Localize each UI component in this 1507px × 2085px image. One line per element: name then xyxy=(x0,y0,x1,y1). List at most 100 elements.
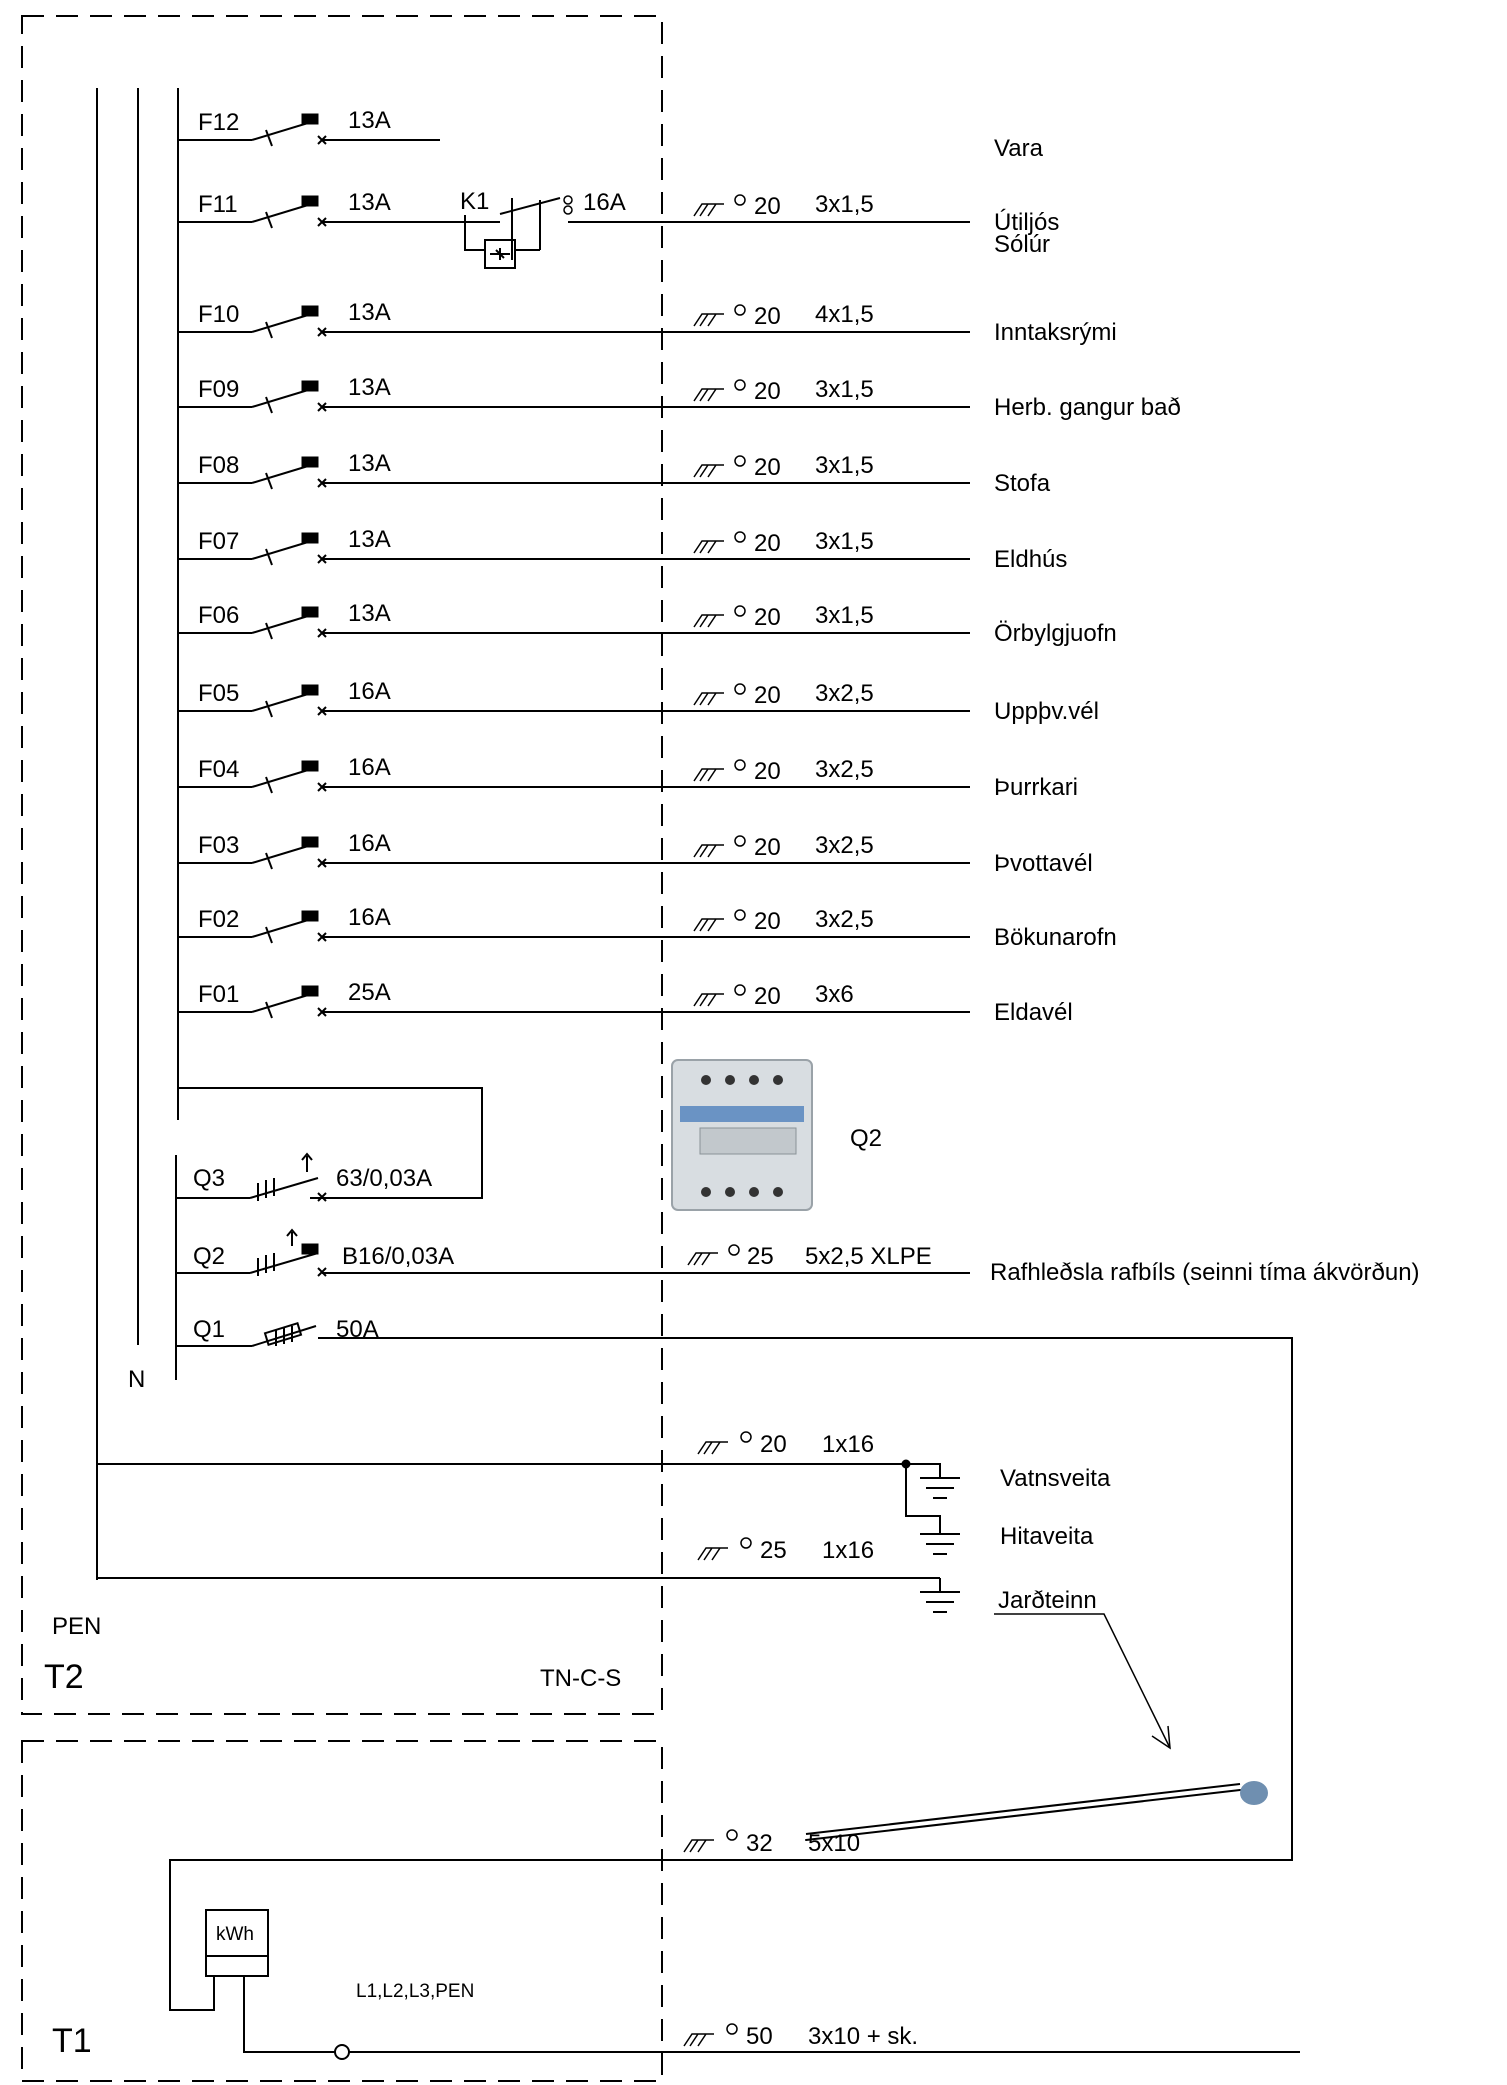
q1-rating: 50A xyxy=(336,1316,379,1343)
load-label-solur: Sólúr xyxy=(994,231,1050,258)
heating-label: Hitaveita xyxy=(1000,1523,1094,1550)
circuit-rating: 13A xyxy=(348,600,391,627)
circuit-load: Eldavél xyxy=(994,999,1073,1026)
circuit-rating: 13A xyxy=(348,450,391,477)
pen-label: PEN xyxy=(52,1613,101,1640)
circuit-install: 20 xyxy=(754,834,781,861)
circuit-cable: 3x1,5 xyxy=(815,376,874,403)
circuit-load: Þvottavél xyxy=(994,850,1093,877)
circuit-cable: 3x2,5 xyxy=(815,832,874,859)
circuit-cable: 3x1,5 xyxy=(815,191,874,218)
circuit-rating: 16A xyxy=(348,754,391,781)
circuit-id: F11 xyxy=(198,191,238,218)
q2-install: 25 xyxy=(747,1243,774,1270)
circuit-install: 20 xyxy=(754,682,781,709)
circuit-load: Uppþv.vél xyxy=(994,698,1099,725)
circuit-rating: 13A xyxy=(348,374,391,401)
rod-label: Jarðteinn xyxy=(998,1587,1097,1614)
circuit-id: F05 xyxy=(198,680,239,707)
circuit-cable: 3x6 xyxy=(815,981,854,1008)
circuit-cable: 3x1,5 xyxy=(815,452,874,479)
q2-rating: B16/0,03A xyxy=(342,1243,454,1270)
circuit-cable: 3x2,5 xyxy=(815,756,874,783)
q2-device-picture: Q2 xyxy=(671,1059,882,1211)
q3-rating: 63/0,03A xyxy=(336,1165,432,1192)
circuit-install: 20 xyxy=(754,530,781,557)
rcd-supply-link xyxy=(178,1087,483,1199)
circuit-install: 20 xyxy=(754,454,781,481)
water-install: 20 xyxy=(760,1431,787,1458)
circuit-cable: 3x1,5 xyxy=(815,528,874,555)
submain-install: 32 xyxy=(746,1830,773,1857)
circuit-id: F09 xyxy=(198,376,239,403)
circuit-rating: 13A xyxy=(348,526,391,553)
main-cable: 3x10 + sk. xyxy=(808,2023,918,2050)
circuit-cable: 3x2,5 xyxy=(815,680,874,707)
circuit-install: 20 xyxy=(754,303,781,330)
submain-cable: 5x10 xyxy=(808,1830,860,1857)
circuit-cable: 3x2,5 xyxy=(815,906,874,933)
main-install: 50 xyxy=(746,2023,773,2050)
t1-frame xyxy=(21,1740,663,2082)
contactor-label: K1 xyxy=(460,188,489,215)
rcd-q3: Q3 63/0,03A xyxy=(176,1152,432,1202)
circuit-f12: F12 13A Vara xyxy=(178,107,1044,162)
circuit-id: F08 xyxy=(198,452,239,479)
circuit-rating: 13A xyxy=(348,189,391,216)
main-fuse-q1: Q1 50A xyxy=(169,1316,1293,2011)
q2-load: Rafhleðsla rafbíls (seinni tíma ákvörðun… xyxy=(990,1259,1420,1286)
circuit-load: Bökunarofn xyxy=(994,924,1117,951)
circuit-rating: 13A xyxy=(348,299,391,326)
circuit-rating: 13A xyxy=(348,107,391,134)
t2-frame xyxy=(21,15,663,1715)
q2-label: Q2 xyxy=(193,1243,225,1270)
circuit-load: Þurrkari xyxy=(994,774,1078,801)
circuit-cable: 3x1,5 xyxy=(815,602,874,629)
circuit-cable: 4x1,5 xyxy=(815,301,874,328)
circuit-id: F06 xyxy=(198,602,239,629)
circuit-rating: 25A xyxy=(348,979,391,1006)
circuit-install: 20 xyxy=(754,983,781,1010)
circuit-install: 20 xyxy=(754,758,781,785)
q1-label: Q1 xyxy=(193,1316,225,1343)
n-label: N xyxy=(128,1366,145,1393)
circuit-install: 20 xyxy=(754,604,781,631)
supply-cables: 32 5x10 kWh L1,L2,L3,PEN 50 3x10 + sk. xyxy=(205,1829,1300,2060)
circuit-load: Stofa xyxy=(994,470,1051,497)
circuit-id: F03 xyxy=(198,832,239,859)
circuit-id: F01 xyxy=(198,981,239,1008)
circuit-load: Vara xyxy=(994,135,1044,162)
meter-label: kWh xyxy=(216,1924,254,1945)
circuit-rating: 16A xyxy=(348,904,391,931)
circuit-rating: 16A xyxy=(348,830,391,857)
circuit-id: F12 xyxy=(198,109,239,136)
rod-cable: 1x16 xyxy=(822,1537,874,1564)
circuit-id: F02 xyxy=(198,906,239,933)
q2-picture-label: Q2 xyxy=(850,1125,882,1152)
circuit-install: 20 xyxy=(754,908,781,935)
circuit-install: 20 xyxy=(754,193,781,220)
circuit-id: F07 xyxy=(198,528,239,555)
earth-rod-picture xyxy=(805,1781,1268,1841)
rcbo-q2: Q2 B16/0,03A 25 5x2,5 XLPE Rafhleðsla ra… xyxy=(176,1228,1420,1286)
circuit-rating: 16A xyxy=(348,678,391,705)
earthing-conductors: 20 1x16 Vatnsveita Hitaveita 25 1x16 Jar… xyxy=(97,1431,1171,1750)
circuit-load: Herb. gangur bað xyxy=(994,394,1181,421)
q2-cable: 5x2,5 XLPE xyxy=(805,1243,932,1270)
q3-label: Q3 xyxy=(193,1165,225,1192)
t2-label: T2 xyxy=(44,1658,84,1696)
rod-install: 25 xyxy=(760,1537,787,1564)
